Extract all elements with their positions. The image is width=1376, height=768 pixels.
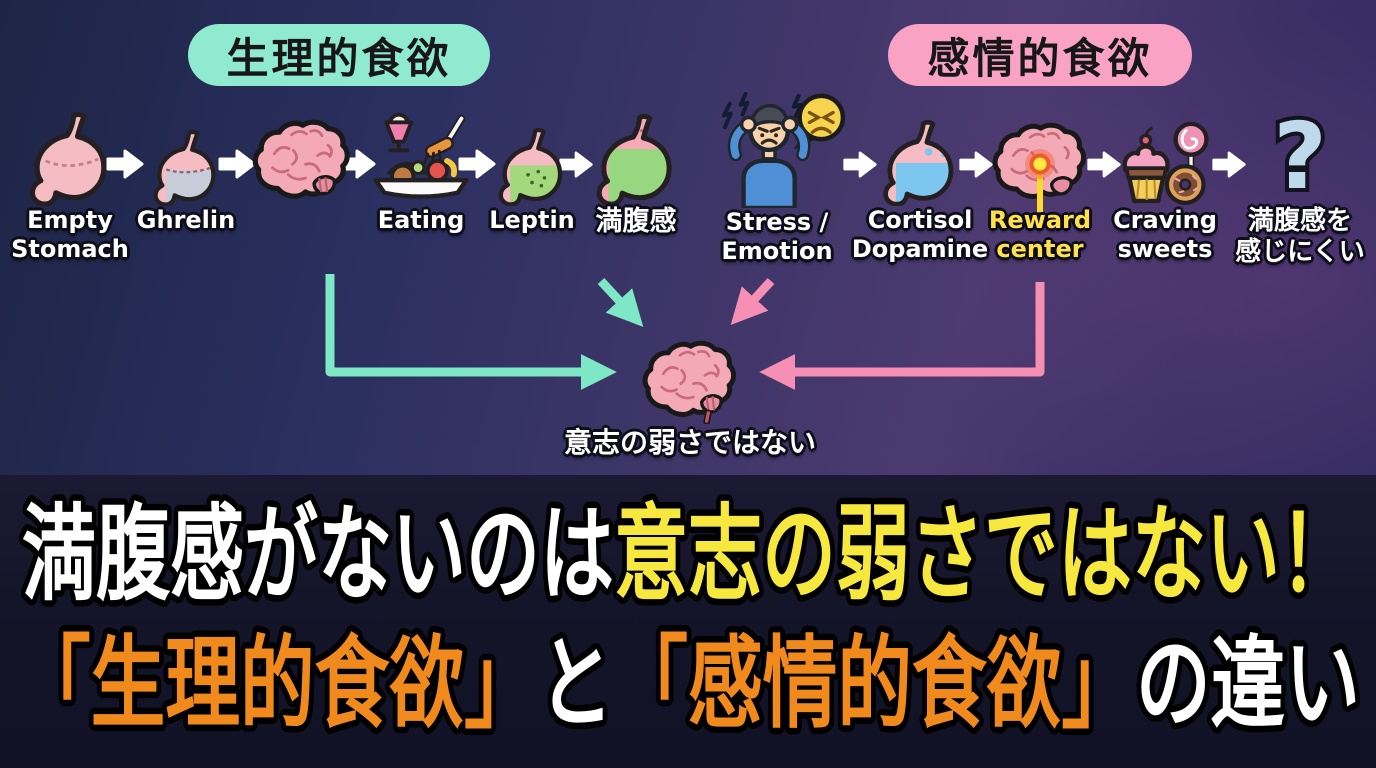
brain-icon: [640, 336, 740, 424]
flow-arrow-icon: [458, 149, 496, 179]
center-brain: [640, 336, 740, 424]
flow-item-reward-center: Reward center: [984, 110, 1096, 264]
flow-item-stress: Stress / Emotion: [706, 90, 848, 266]
flow-item-label: Emotion: [721, 236, 833, 265]
diagram-scene: 生理的食欲 感情的食欲 Empty Stomach: [0, 0, 1376, 475]
banner-line2-white1: と: [539, 625, 614, 742]
flow-item-label: sweets: [1117, 234, 1213, 263]
teal-elbow-arrow: [325, 274, 617, 390]
flow-item-label: Craving: [1113, 206, 1217, 234]
flow-item-no-fullness: ? 満腹感を 感じにくい: [1235, 110, 1364, 268]
stomach-cortisol-icon: [877, 110, 963, 206]
flow-item-leptin: Leptin: [478, 110, 586, 235]
flow-item-empty-stomach: Empty Stomach: [8, 110, 132, 264]
flow-item-label: 感じにくい: [1235, 237, 1365, 268]
flow-item-cortisol: Cortisol Dopamine: [852, 110, 988, 264]
stomach-ghrelin-icon: [148, 110, 224, 206]
svg-text:「生理的食欲」と「感情的食欲」の違い: 「生理的食欲」と「感情的食欲」の違い: [16, 625, 1360, 742]
brain-icon: [250, 110, 354, 206]
eating-plate-icon: [368, 110, 474, 206]
flow-arrow-icon: [843, 151, 877, 178]
title-banner: 満腹感がないのは意志の弱さではない！ 「生理的食欲」と「感情的食欲」の違い: [0, 475, 1376, 768]
stressed-person-icon: [707, 90, 847, 208]
flow-arrow-icon: [218, 149, 256, 179]
flow-item-label: Cortisol: [867, 206, 973, 234]
flow-item-label: Stomach: [11, 234, 129, 263]
flow-item-label: Stress /: [725, 208, 829, 236]
flow-item-hunger-brain: [246, 110, 358, 206]
svg-text:満腹感がないのは意志の弱さではない！: 満腹感がないのは意志の弱さではない！: [22, 493, 1354, 615]
badge-label: 感情的食欲: [927, 33, 1153, 83]
center-caption: 意志の弱さではない: [563, 426, 816, 459]
pink-elbow-arrow: [759, 282, 1045, 390]
question-glyph: ?: [1273, 112, 1326, 206]
flow-item-label: 満腹感: [595, 206, 677, 237]
flow-item-label: Leptin: [489, 206, 575, 234]
badge-label: 生理的食欲: [226, 33, 452, 83]
flow-item-ghrelin: Ghrelin: [134, 110, 238, 235]
flow-item-label: 満腹感を: [1247, 206, 1352, 236]
flow-item-eating: Eating: [362, 110, 480, 235]
flow-arrow-icon: [959, 151, 993, 178]
flow-item-label: Reward: [988, 206, 1092, 234]
flow-item-label: Empty: [27, 206, 113, 234]
teal-diagonal-arrow: [597, 277, 644, 327]
stomach-full-icon: [590, 110, 682, 206]
flow-arrow-icon: [106, 149, 144, 179]
banner-line1-yellow: 意志の弱さではない！: [614, 493, 1354, 615]
pink-diagonal-arrow: [730, 277, 775, 325]
flow-arrow-icon: [1212, 151, 1246, 178]
flow-arrow-icon: [559, 151, 593, 178]
flow-item-label: center: [996, 234, 1084, 263]
flow-item-label: Ghrelin: [136, 206, 236, 234]
banner-line2-white2: の違い: [1136, 625, 1360, 742]
empty-stomach-icon: [23, 110, 117, 206]
stomach-leptin-icon: [493, 110, 571, 206]
flow-item-label: Eating: [377, 206, 465, 234]
banner-line2: 「生理的食欲」と「感情的食欲」の違い: [10, 619, 1367, 749]
banner-line1: 満腹感がないのは意志の弱さではない！: [16, 487, 1361, 622]
flow-item-label: Dopamine: [851, 234, 989, 263]
badge-physiological-appetite: 生理的食欲: [188, 24, 490, 86]
flow-item-craving-sweets: Craving sweets: [1110, 110, 1220, 264]
flow-arrow-icon: [1087, 151, 1121, 178]
reward-brain-icon: [990, 110, 1090, 206]
banner-line2-orange1: 「生理的食欲」: [16, 625, 539, 742]
banner-line2-orange2: 「感情的食欲」: [613, 625, 1136, 742]
question-mark-icon: ?: [1254, 110, 1346, 206]
badge-emotional-appetite: 感情的食欲: [888, 24, 1192, 86]
sweets-icon: [1112, 110, 1218, 206]
flow-item-fullness: 満腹感: [584, 110, 688, 238]
banner-line1-white: 満腹感がないのは: [22, 493, 614, 615]
